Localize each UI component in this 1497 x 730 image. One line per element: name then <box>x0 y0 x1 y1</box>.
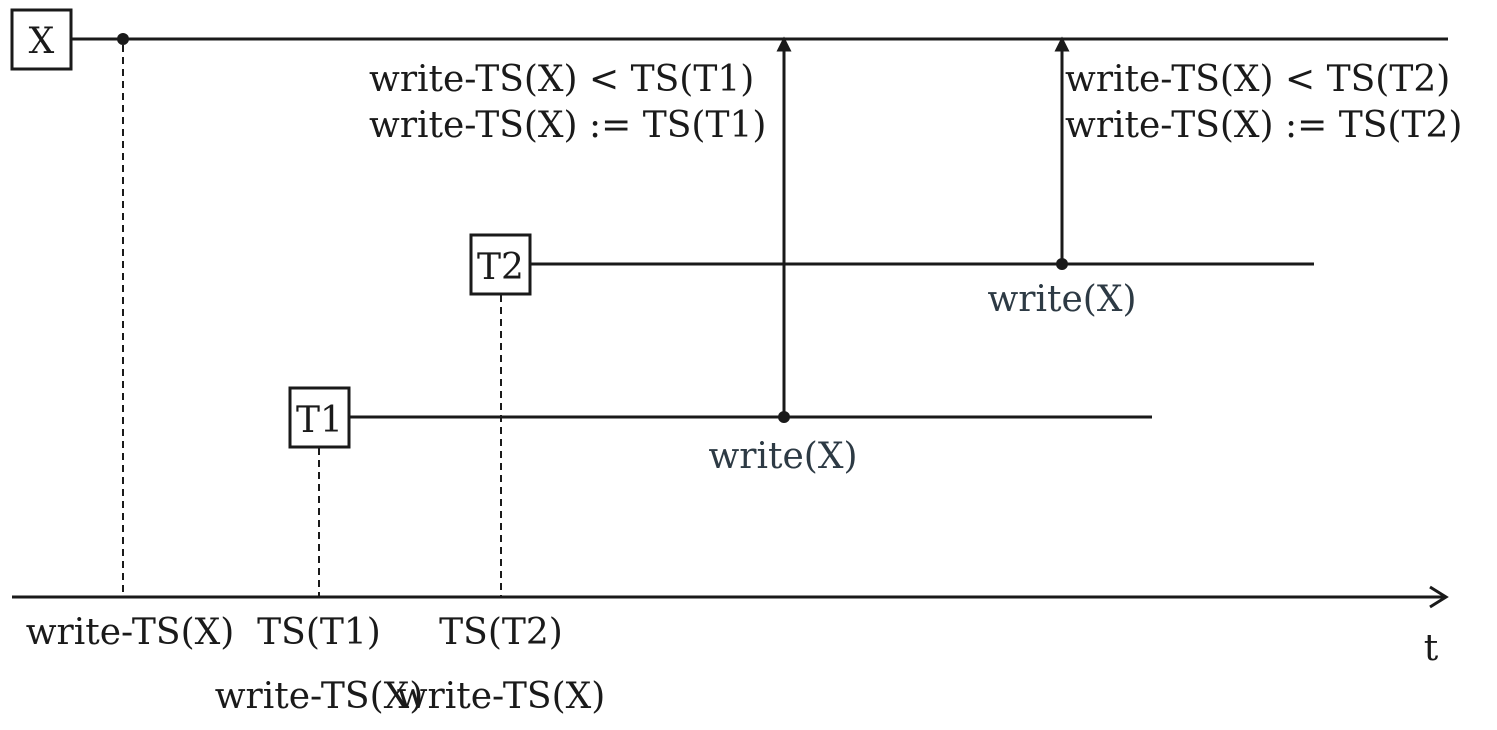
time-axis-label: t <box>1424 628 1439 669</box>
ts-t2-label: TS(T2) <box>439 612 563 653</box>
ts-t1-label: TS(T1) <box>257 612 381 653</box>
time-axis-arrowhead <box>1429 585 1449 609</box>
t1-condition: write-TS(X) < TS(T1) write-TS(X) := TS(T… <box>369 59 766 146</box>
t2-label: T2 <box>477 247 524 288</box>
t1-write-label: write(X) <box>708 436 857 477</box>
initial-write-ts-label: write-TS(X) <box>26 612 235 653</box>
t2-condition-check: write-TS(X) < TS(T2) <box>1065 59 1450 100</box>
initial-write-point <box>117 33 129 45</box>
t2-write-label: write(X) <box>987 279 1136 320</box>
t1-box <box>288 386 351 449</box>
t2-timeline: T2 write(X) <box>469 36 1314 596</box>
t1-condition-check: write-TS(X) < TS(T1) <box>369 59 754 100</box>
t1-condition-update: write-TS(X) := TS(T1) <box>369 105 766 146</box>
object-x-box <box>10 8 73 71</box>
t2-condition-update: write-TS(X) := TS(T2) <box>1065 105 1462 146</box>
t1-timeline: T1 write(X) <box>288 36 1152 596</box>
object-x-timeline: X <box>10 8 1448 596</box>
write-ts-after-t1-label: write-TS(X) <box>215 676 424 717</box>
t2-box <box>469 233 532 296</box>
t2-condition: write-TS(X) < TS(T2) write-TS(X) := TS(T… <box>1065 59 1462 146</box>
time-axis: t write-TS(X) TS(T1) TS(T2) write-TS(X) … <box>12 585 1449 717</box>
write-ts-after-t2-label: write-TS(X) <box>397 676 606 717</box>
object-x-label: X <box>29 21 55 62</box>
t1-label: T1 <box>296 400 343 441</box>
